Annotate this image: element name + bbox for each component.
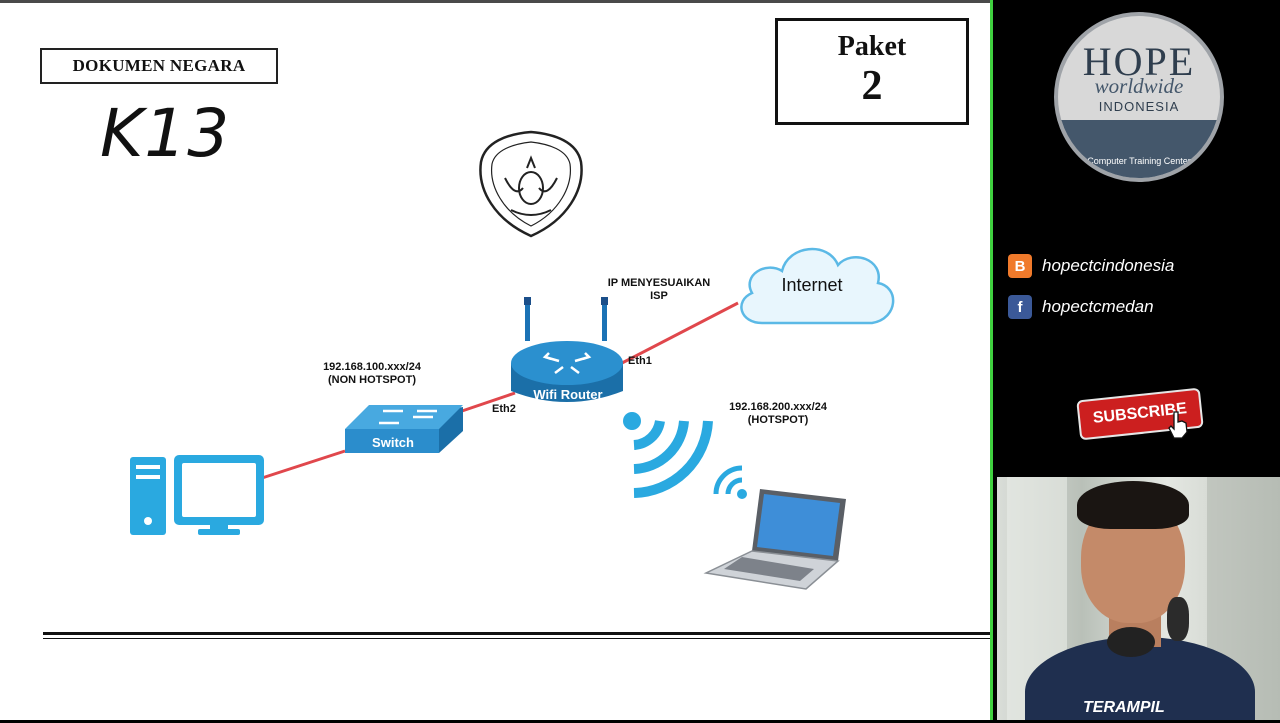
bottom-rule-thick	[43, 632, 990, 635]
internet-label: Internet	[781, 275, 843, 295]
lan-note: (NON HOTSPOT)	[328, 374, 416, 386]
wifi-signal-small-icon	[713, 465, 747, 499]
logo-country-text: INDONESIA	[1098, 99, 1180, 114]
paket-label: Paket	[837, 31, 907, 62]
lan-ip-label: 192.168.100.xxx/24 (NON HOTSPOT)	[312, 361, 432, 387]
hand-cursor-icon	[1168, 411, 1188, 439]
facebook-icon: f	[1008, 295, 1032, 319]
eth1-label: Eth1	[628, 355, 652, 367]
tut-wuri-emblem-icon	[479, 130, 583, 238]
logo-worldwide-text: worldwide	[1094, 74, 1184, 98]
blogger-link[interactable]: B hopectcindonesia	[1008, 254, 1174, 278]
router-label: Wifi Router	[533, 387, 603, 402]
paket-box: Paket 2	[775, 18, 969, 125]
presenter-webcam: TERAMPIL	[997, 477, 1280, 720]
paket-number: 2	[861, 63, 883, 109]
curriculum-label: K13	[100, 95, 231, 172]
laptop-icon	[703, 489, 846, 590]
logo-hope-text: HOPE	[1082, 39, 1196, 84]
facebook-handle: hopectcmedan	[1042, 297, 1154, 316]
bottom-rule-thin	[43, 638, 990, 639]
internet-cloud-icon	[740, 248, 895, 325]
switch-label: Switch	[372, 435, 414, 450]
blogger-handle: hopectcindonesia	[1042, 256, 1175, 275]
wifi-router-icon	[511, 297, 623, 402]
slide-divider	[990, 0, 993, 720]
network-cables	[261, 301, 739, 480]
facebook-link[interactable]: f hopectcmedan	[1008, 295, 1154, 319]
isp-label-line2: ISP	[650, 290, 668, 302]
hotspot-ip: 192.168.200.xxx/24	[729, 401, 827, 413]
logo-sub-text: Computer Training Center	[1087, 156, 1191, 166]
isp-label-line1: IP MENYESUAIKAN	[607, 277, 711, 289]
hope-logo: HOPE worldwide INDONESIA Computer Traini…	[1054, 12, 1224, 182]
isp-label: IP MENYESUAIKAN ISP	[600, 277, 718, 303]
eth2-label: Eth2	[492, 403, 516, 415]
wifi-signal-large-icon	[623, 412, 713, 498]
lan-ip: 192.168.100.xxx/24	[323, 361, 421, 373]
switch-icon	[345, 405, 463, 453]
dokumen-negara-box: DOKUMEN NEGARA	[40, 48, 278, 84]
hotspot-note: (HOTSPOT)	[747, 414, 809, 426]
shirt-text: TERAMPIL	[1083, 699, 1165, 716]
hotspot-ip-label: 192.168.200.xxx/24 (HOTSPOT)	[722, 401, 834, 427]
blogger-icon: B	[1008, 254, 1032, 278]
desktop-computer-icon	[130, 455, 264, 535]
slide: DOKUMEN NEGARA K13 Paket 2 Internet IP M…	[0, 0, 993, 720]
